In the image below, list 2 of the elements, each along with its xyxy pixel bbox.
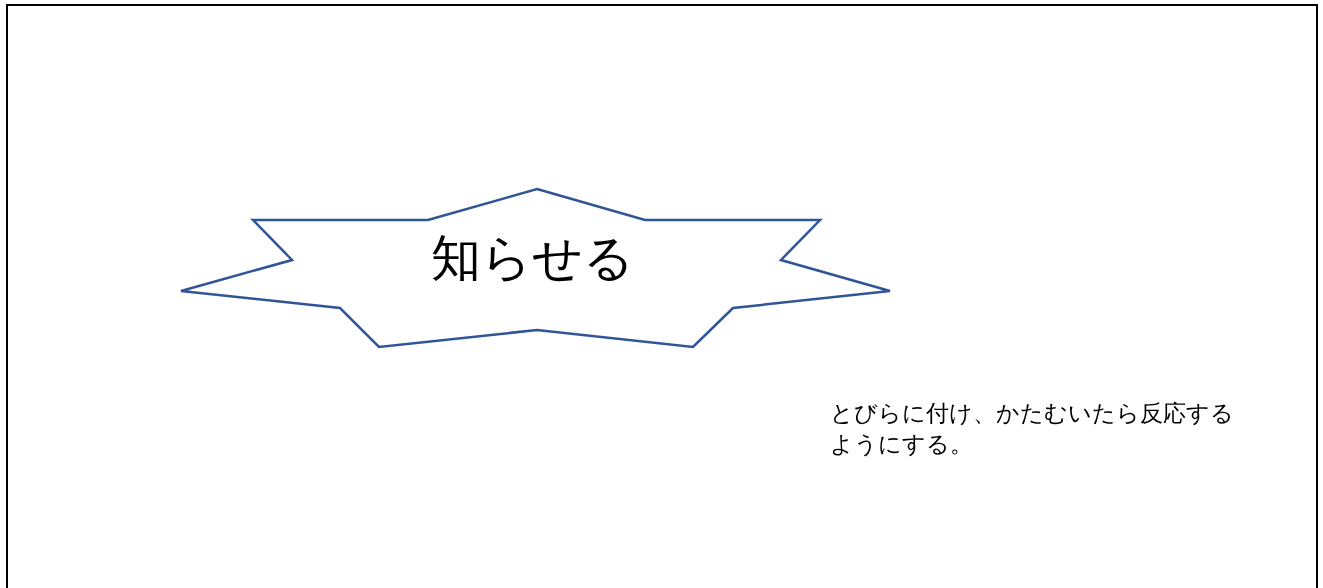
note-text: とびらに付け、かたむいたら反応するようにする。 [830,400,1235,459]
starburst-text: 知らせる [430,233,634,283]
